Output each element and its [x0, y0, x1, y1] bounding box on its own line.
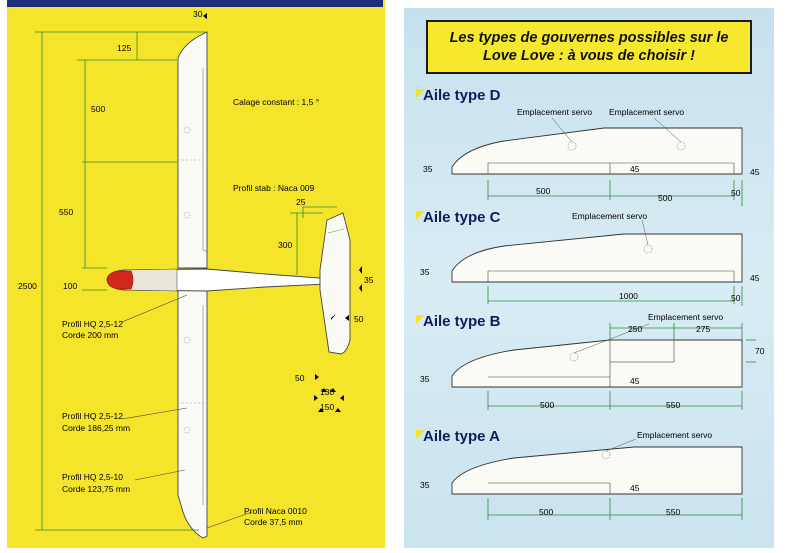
deflection-arrows [203, 13, 362, 412]
type-a-servo: Emplacement servo [637, 430, 712, 440]
profil-mid-label: Profil HQ 2,5-12 [62, 411, 123, 421]
wing-type-c [451, 219, 743, 306]
type-a-label: Aile type A [423, 428, 500, 445]
dim-v50: 50 [295, 373, 305, 383]
calage-label: Calage constant : 1,5 ° [233, 97, 319, 107]
type-d-root: 35 [423, 164, 433, 174]
dim-stab-25: 25 [296, 197, 306, 207]
title-box: Les types de gouvernes possibles sur le … [426, 20, 752, 74]
profil-stab-label: Profil stab : Naca 009 [233, 183, 315, 193]
profil-tip-label: Profil Naca 0010 [244, 506, 307, 516]
type-d-servo-2: Emplacement servo [609, 107, 684, 117]
dim-125: 125 [117, 43, 131, 53]
corde-tip-label: Corde 37,5 mm [244, 517, 303, 527]
type-c-servo: Emplacement servo [572, 211, 647, 221]
type-a-mid: 45 [630, 483, 640, 493]
dim-35: 35 [364, 275, 374, 285]
type-d-servo-1: Emplacement servo [517, 107, 592, 117]
type-c-marker-icon [416, 211, 425, 220]
span-dimension-lines [35, 31, 337, 531]
type-b-len2: 550 [666, 400, 680, 410]
dim-v150: 150 [320, 402, 334, 412]
type-b-top2: 275 [696, 324, 710, 334]
profil-outer-label: Profil HQ 2,5-10 [62, 472, 123, 482]
nose-cone [106, 270, 134, 290]
dim-v130: 130 [320, 387, 334, 397]
type-b-root: 35 [420, 374, 430, 384]
type-c-label: Aile type C [423, 209, 501, 226]
type-d-tip: 45 [750, 167, 760, 177]
type-b-height: 70 [755, 346, 765, 356]
corde-root-label: Corde 200 mm [62, 330, 118, 340]
wing-type-d [451, 117, 743, 206]
corde-outer-label: Corde 123,75 mm [62, 484, 130, 494]
type-b-servo: Emplacement servo [648, 312, 723, 322]
dim-50: 50 [354, 314, 364, 324]
profil-root-label: Profil HQ 2,5-12 [62, 319, 123, 329]
type-d-len2: 500 [658, 193, 672, 203]
type-b-mid: 45 [630, 376, 640, 386]
dim-span: 2500 [18, 281, 37, 291]
title-line-1: Les types de gouvernes possibles sur le [449, 30, 729, 46]
type-c-root: 35 [420, 267, 430, 277]
dim-top-tip: 30 [193, 9, 203, 19]
profile-callout-lines [121, 294, 253, 529]
type-b-label: Aile type B [423, 313, 501, 330]
dim-550: 550 [59, 207, 73, 217]
header-strip [7, 0, 383, 7]
type-d-marker-icon [416, 89, 425, 98]
type-b-top1: 250 [628, 324, 642, 334]
wing-type-a [451, 438, 743, 520]
dim-stab-300: 300 [278, 240, 292, 250]
wing-types-drawing: Emplacement servo Emplacement servo 35 4… [420, 107, 765, 520]
wing-types-panel: Les types de gouvernes possibles sur le … [404, 8, 774, 548]
glider-plan-drawing: 30 125 500 550 100 2500 25 300 35 50 50 … [18, 9, 374, 539]
type-a-len2: 550 [666, 507, 680, 517]
type-a-marker-icon [416, 430, 425, 439]
lower-wing [177, 289, 208, 539]
type-d-end: 50 [731, 188, 741, 198]
type-d-len1: 500 [536, 186, 550, 196]
dim-100: 100 [63, 281, 77, 291]
type-b-len1: 500 [540, 400, 554, 410]
glider-plan-panel: 30 125 500 550 100 2500 25 300 35 50 50 … [7, 0, 385, 548]
corde-mid-label: Corde 186,25 mm [62, 423, 130, 433]
type-d-label: Aile type D [423, 87, 501, 104]
upper-wing [177, 31, 208, 269]
type-a-len1: 500 [539, 507, 553, 517]
wing-type-b [451, 323, 756, 410]
type-c-tip: 45 [750, 273, 760, 283]
dim-500: 500 [91, 104, 105, 114]
upper-aileron-line [202, 68, 209, 253]
type-b-marker-icon [416, 315, 425, 324]
type-d-mid: 45 [630, 164, 640, 174]
type-a-root: 35 [420, 480, 430, 490]
type-c-end: 50 [731, 293, 741, 303]
stabilizer [319, 212, 351, 355]
title-line-2: Love Love : à vous de choisir ! [483, 48, 695, 64]
type-c-len: 1000 [619, 291, 638, 301]
